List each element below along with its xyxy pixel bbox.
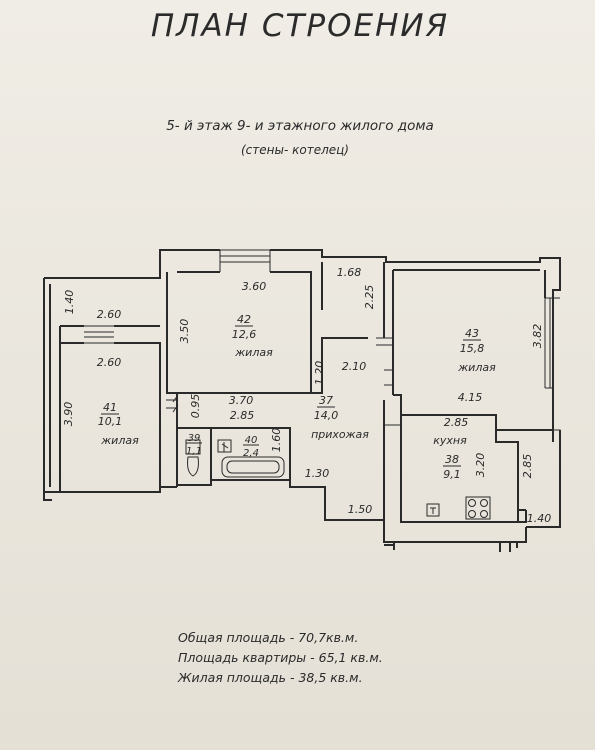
dim-2-85-kitchen: 2.85	[444, 416, 469, 429]
dim-1-30: 1.30	[305, 467, 330, 480]
room-37-name: прихожая	[311, 428, 369, 441]
dim-2-85-hall: 2.85	[230, 409, 255, 422]
wall-note: (стены- котелец)	[241, 143, 349, 157]
dim-1-40-right: 1.40	[527, 512, 552, 525]
plan-details	[84, 249, 561, 520]
room-37-area: 14,0	[314, 409, 339, 422]
room-labels: 41 10,1 жилая 42 12,6 жилая 43 15,8 жила…	[98, 313, 496, 481]
room-39-number: 39	[188, 433, 201, 444]
dim-2-25: 2.25	[363, 285, 376, 310]
room-43-name: жилая	[457, 361, 496, 374]
dim-3-50: 3.50	[178, 319, 191, 344]
room-37-number: 37	[319, 394, 333, 407]
living-area: Жилая площадь - 38,5 кв.м.	[178, 670, 363, 685]
room-38-number: 38	[445, 453, 459, 466]
area-totals: Общая площадь - 70,7кв.м. Площадь кварти…	[178, 628, 558, 688]
dimension-labels: 1.40 2.60 2.60 3.90 3.60 3.50 1.68 2.25 …	[62, 266, 551, 525]
dim-1-50: 1.50	[348, 503, 373, 516]
dim-3-70: 3.70	[229, 394, 254, 407]
dim-4-15: 4.15	[458, 391, 483, 404]
dim-3-60: 3.60	[242, 280, 267, 293]
dim-1-60: 1.60	[270, 428, 283, 453]
dim-1-68: 1.68	[337, 266, 362, 279]
dim-3-20: 3.20	[474, 453, 487, 478]
dim-3-90: 3.90	[62, 402, 75, 427]
room-41-area: 10,1	[98, 415, 123, 428]
page-title: ПЛАН СТРОЕНИЯ	[150, 8, 450, 44]
dim-2-85-vertical: 2.85	[521, 454, 534, 479]
dim-2-60-top: 2.60	[97, 308, 122, 321]
room-41-number: 41	[103, 401, 117, 414]
dim-1-40-left: 1.40	[63, 290, 76, 315]
dim-1-20: 1.20	[313, 361, 326, 386]
total-area: Общая площадь - 70,7кв.м.	[178, 630, 359, 645]
room-42-area: 12,6	[232, 328, 257, 341]
plan-walls	[43, 249, 561, 552]
room-41-name: жилая	[100, 434, 139, 447]
room-40-area: 2,4	[243, 448, 259, 459]
dim-3-82: 3.82	[531, 324, 544, 349]
room-42-name: жилая	[234, 346, 273, 359]
room-42-number: 42	[237, 313, 251, 326]
room-43-area: 15,8	[460, 342, 485, 355]
room-40-number: 40	[245, 435, 258, 446]
floor-subtitle: 5- й этаж 9- и этажного жилого дома	[166, 118, 434, 134]
room-39-area: 1,1	[186, 446, 202, 457]
room-38-area: 9,1	[443, 468, 461, 481]
apartment-area: Площадь квартиры - 65,1 кв.м.	[178, 650, 383, 665]
room-38-name: кухня	[433, 434, 467, 447]
room-43-number: 43	[465, 327, 479, 340]
dim-2-10: 2.10	[342, 360, 367, 373]
dim-2-60-bottom: 2.60	[97, 356, 122, 369]
dim-0-95: 0.95	[189, 394, 202, 419]
